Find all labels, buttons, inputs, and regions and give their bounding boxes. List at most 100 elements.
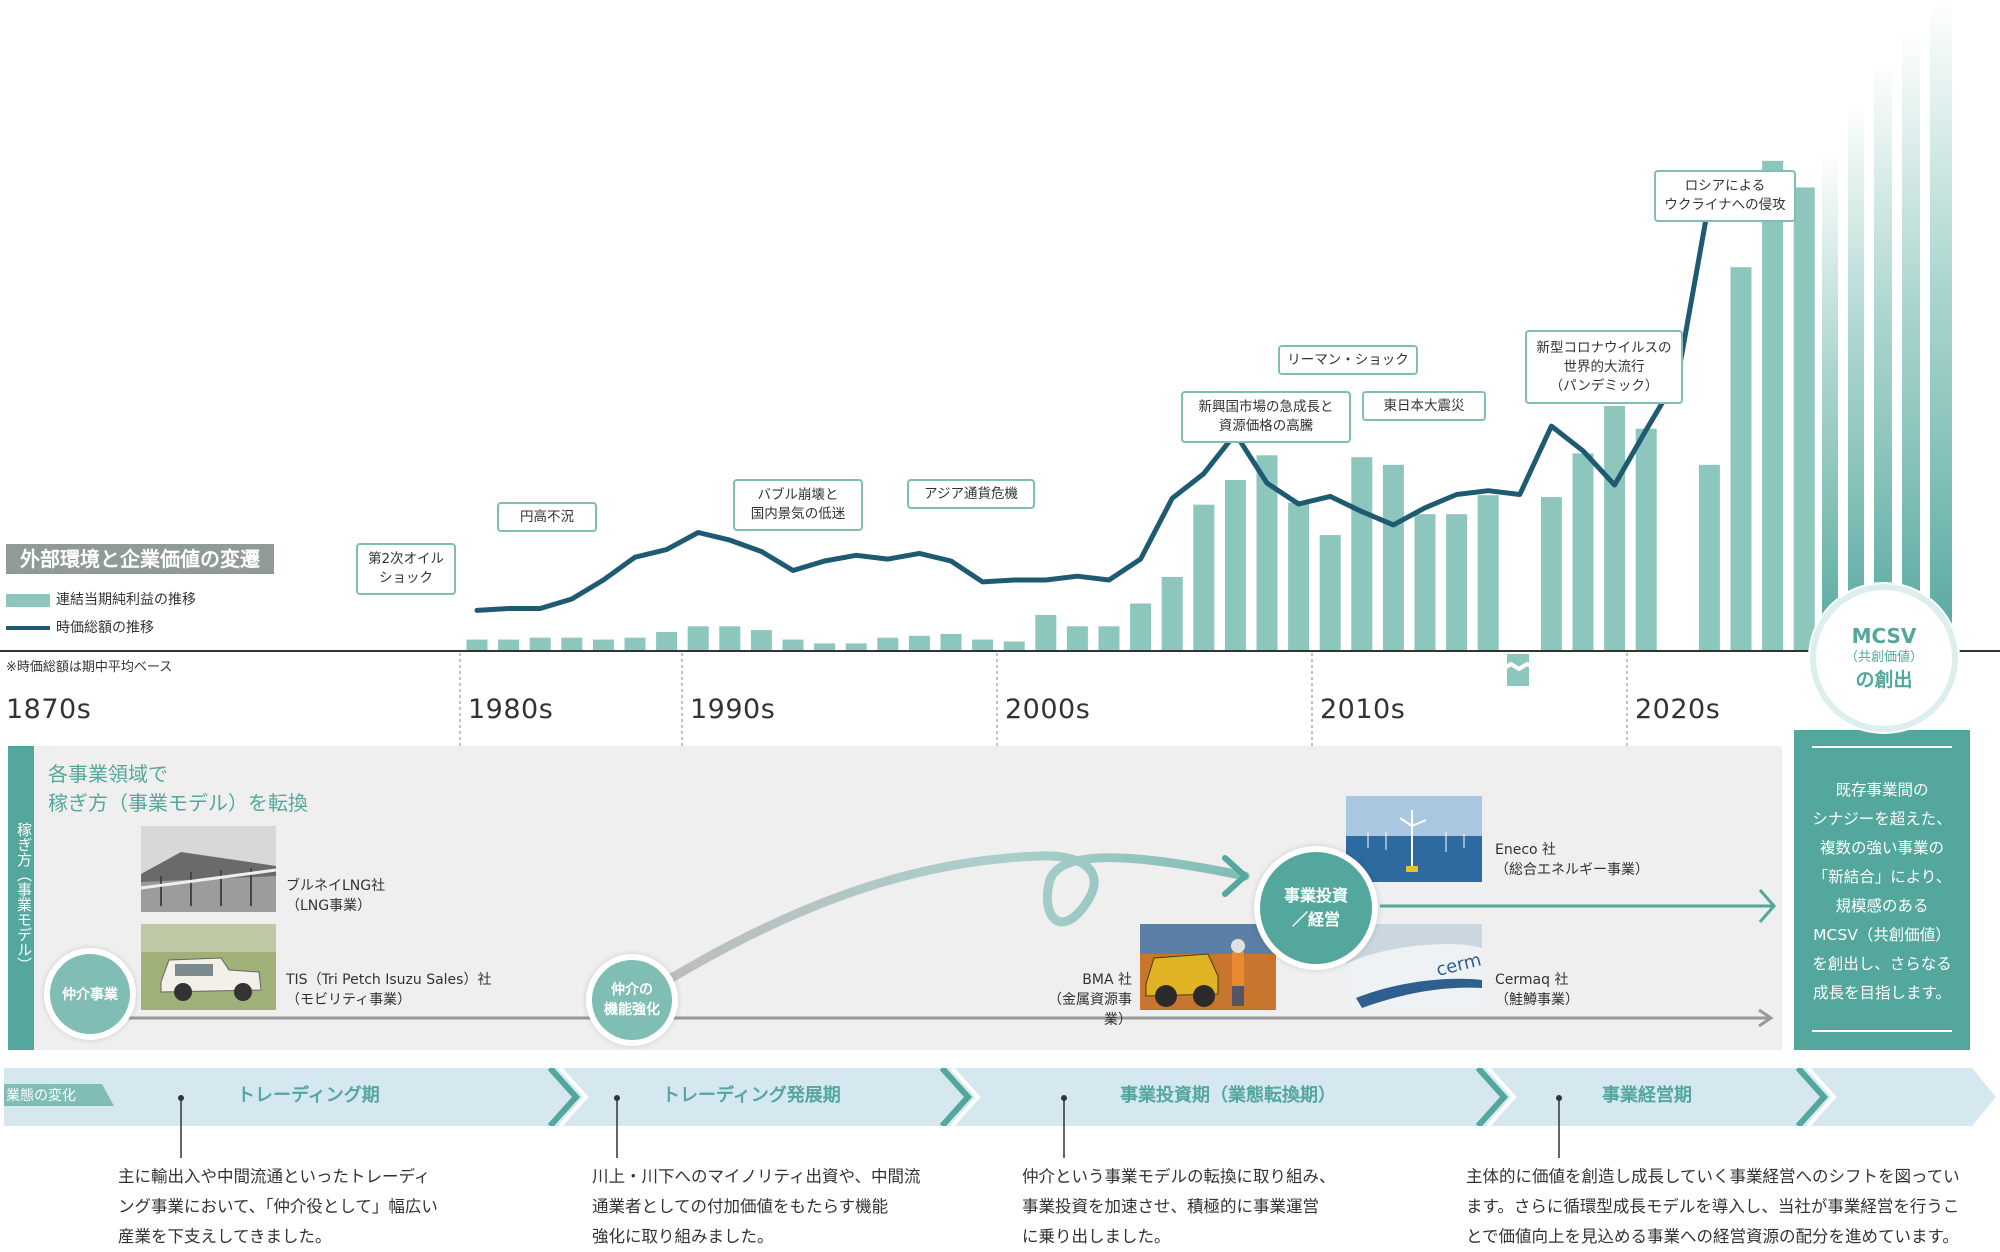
net-income-bar xyxy=(687,626,709,651)
event-great-east-japan-earthquake: 東日本大震災 xyxy=(1362,391,1486,421)
net-income-bar xyxy=(1635,428,1657,651)
phase-label-trading-development: トレーディング発展期 xyxy=(662,1085,841,1106)
net-income-bar xyxy=(1540,497,1562,651)
net-income-bar xyxy=(498,639,520,651)
mcsv-title: MCSV xyxy=(1851,624,1917,648)
transformation-curve-arrow xyxy=(655,851,1250,990)
net-income-bar xyxy=(1572,453,1594,651)
phase-label-trading: トレーディング期 xyxy=(237,1085,380,1106)
decade-label: 1990s xyxy=(690,694,776,725)
net-income-bar xyxy=(1256,455,1278,651)
transformation-arrowhead xyxy=(1222,855,1248,897)
net-income-bar xyxy=(719,626,741,651)
net-income-bar xyxy=(1604,405,1626,651)
legend-label: 時価総額の推移 xyxy=(56,620,154,636)
net-income-bar xyxy=(1288,502,1310,651)
event-bubble-collapse: バブル崩壊と 国内景気の低迷 xyxy=(733,479,863,531)
net-income-bar xyxy=(1477,495,1499,651)
market-cap-line xyxy=(474,197,1712,613)
net-income-bar xyxy=(624,637,646,651)
phase-label-business-investment: 事業投資期（業態転換期） xyxy=(1120,1085,1336,1106)
case-caption-cermaq: Cermaq 社 （鮭鱒事業） xyxy=(1495,972,1579,1008)
net-income-bars xyxy=(466,160,1815,652)
phase-description-business-management: 主体的に価値を創造し成長していく事業経営へのシフトを図ってい ます。さらに循環型… xyxy=(1466,1167,1960,1246)
function-enhancement-circle: 仲介の 機能強化 xyxy=(586,954,678,1046)
net-income-bar xyxy=(1319,535,1341,651)
net-income-bar xyxy=(972,639,994,651)
net-income-bar xyxy=(1224,480,1246,651)
net-income-bar xyxy=(1793,187,1815,651)
tis-photo xyxy=(141,924,276,1010)
net-income-bar xyxy=(529,637,551,651)
mcsv-description: 既存事業間の シナジーを超えた、 複数の強い事業の 「新結合」により、 規模感の… xyxy=(1812,781,1952,1002)
mcsv-subtitle: （共創価値） xyxy=(1844,650,1923,665)
case-caption-eneco: Eneco 社 （総合エネルギー事業） xyxy=(1495,842,1649,878)
net-income-bar xyxy=(592,639,614,651)
case-caption-tis: TIS（Tri Petch Isuzu Sales）社 （モビリティ事業） xyxy=(286,972,492,1008)
net-income-bar xyxy=(940,633,962,651)
brunei-lng-photo xyxy=(141,826,276,912)
net-income-bar xyxy=(1382,464,1404,651)
net-income-bar xyxy=(1414,514,1436,651)
net-income-bar xyxy=(1762,160,1784,652)
event-asian-currency-crisis: アジア通貨危機 xyxy=(907,479,1035,509)
mcsv-circle: MCSV （共創価値） の創出 xyxy=(1810,584,1958,732)
mcsv-divider-top xyxy=(1812,746,1952,748)
net-income-bar xyxy=(814,643,836,651)
chart-title: 外部環境と企業価値の変遷 xyxy=(6,544,274,574)
decade-label: 1980s xyxy=(468,694,554,725)
net-income-bar xyxy=(1193,504,1215,651)
phase-label-business-management: 事業経営期 xyxy=(1602,1085,1692,1106)
business-model-heading: 各事業領域で 稼ぎ方（事業モデル）を転換 xyxy=(48,762,308,815)
net-income-bar xyxy=(1446,514,1468,651)
decade-label: 2020s xyxy=(1635,694,1721,725)
side-tab-label: 稼ぎ方（事業モデル） xyxy=(15,822,33,972)
mcsv-divider-bottom xyxy=(1812,1030,1952,1032)
business-model-panel xyxy=(8,746,1782,1050)
phase-description-trading: 主に輸出入や中間流通といったトレーディ ング事業において、「仲介役として」幅広い… xyxy=(118,1167,438,1246)
net-income-bar xyxy=(1161,576,1183,651)
net-income-bar xyxy=(1035,614,1057,651)
business-investment-circle: 事業投資 ／経営 xyxy=(1254,846,1378,970)
case-caption-bma: BMA 社 （金属資源事業） xyxy=(1048,972,1132,1028)
net-income-bar xyxy=(1730,267,1752,651)
mcsv-column xyxy=(1794,730,1970,1050)
event-russia-ukraine: ロシアによる ウクライナへの侵攻 xyxy=(1654,170,1796,222)
chart-footnote: ※時価総額は期中平均ベース xyxy=(6,660,173,675)
investment-arrowhead xyxy=(1758,889,1776,923)
mcsv-create-label: の創出 xyxy=(1855,669,1913,691)
legend-line-swatch xyxy=(6,626,50,630)
business-model-side-tab xyxy=(8,746,34,1050)
net-income-bar xyxy=(561,637,583,651)
net-income-bar xyxy=(1098,626,1120,651)
net-income-bar xyxy=(750,630,772,651)
net-income-bar xyxy=(1003,641,1025,651)
intermediary-business-circle: 仲介事業 xyxy=(44,948,136,1040)
case-caption-brunei-lng: ブルネイLNG社 （LNG事業） xyxy=(286,878,386,914)
phase-band xyxy=(4,1068,1996,1126)
phase-description-trading-development: 川上・川下へのマイノリティ出資や、中間流 通業者としての付加価値をもたらす機能 … xyxy=(592,1167,921,1246)
net-income-bar xyxy=(1130,603,1152,651)
net-income-bar xyxy=(908,635,930,651)
net-income-bar xyxy=(466,639,488,651)
net-income-bar xyxy=(1066,626,1088,651)
cermaq-photo: cerma xyxy=(1346,924,1482,1010)
phase-description-business-investment: 仲介という事業モデルの転換に取り組み、 事業投資を加速させ、積極的に事業運営 に… xyxy=(1022,1167,1336,1246)
net-income-bar xyxy=(1698,464,1720,651)
net-income-bar xyxy=(1351,457,1373,651)
mcsv-rising-bars xyxy=(1798,0,1952,650)
net-income-bar xyxy=(845,643,867,651)
event-covid-pandemic: 新型コロナウイルスの 世界的大流行 （パンデミック） xyxy=(1525,330,1683,404)
event-yen-appreciation: 円高不況 xyxy=(497,502,597,532)
decade-label: 2010s xyxy=(1320,694,1406,725)
event-emerging-markets: 新興国市場の急成長と 資源価格の高騰 xyxy=(1181,391,1351,443)
event-lehman-shock: リーマン・ショック xyxy=(1278,345,1418,375)
event-second-oil-shock: 第2次オイル ショック xyxy=(356,543,456,595)
axis-break-icon xyxy=(1501,654,1534,686)
decade-label: 2000s xyxy=(1005,694,1091,725)
decade-label: 1870s xyxy=(6,694,92,725)
net-income-bar xyxy=(782,639,804,651)
